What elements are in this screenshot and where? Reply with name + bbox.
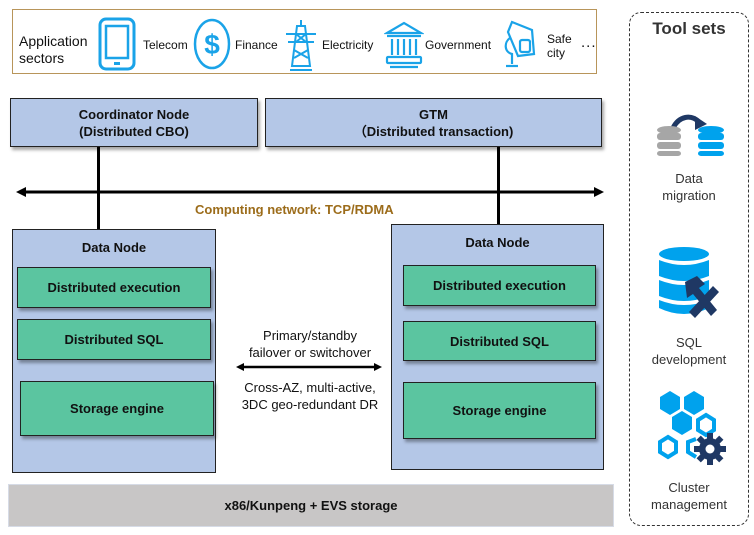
data-migration-icon — [657, 114, 724, 156]
coordinator-node-box: Coordinator Node (Distributed CBO) — [10, 98, 258, 147]
module-distributed-execution: Distributed execution — [17, 267, 211, 308]
cluster-management-line2: management — [651, 497, 727, 512]
replication-top-text: Primary/standby failover or switchover — [225, 327, 395, 361]
replication-bottom-line1: Cross-AZ, multi-active, — [244, 380, 376, 395]
module-distributed-sql: Distributed SQL — [17, 319, 211, 360]
cluster-management-line1: Cluster — [668, 480, 710, 495]
data-migration-line1: Data — [675, 171, 703, 186]
replication-arrow — [236, 363, 382, 371]
coordinator-node-subtitle: (Distributed CBO) — [79, 124, 189, 139]
sectors-title-line1: Application — [19, 33, 88, 49]
tool-sets-panel: Tool sets Data migration — [629, 12, 749, 526]
computing-network-arrow — [16, 187, 604, 197]
data-node-title: Data Node — [465, 235, 530, 250]
surveillance-camera-icon — [504, 20, 536, 68]
tool-sets-title: Tool sets — [652, 19, 726, 38]
government-building-icon — [384, 21, 424, 69]
data-node-title: Data Node — [81, 240, 147, 255]
sectors-title-line2: sectors — [19, 50, 65, 66]
replication-top-line1: Primary/standby — [263, 328, 357, 343]
module-distributed-execution: Distributed execution — [403, 265, 596, 306]
data-node-left: Data Node Distributed execution Distribu… — [12, 229, 216, 473]
sector-label-finance: Finance — [235, 38, 278, 52]
coordinator-node-title: Coordinator Node — [78, 107, 190, 122]
safe-city-line1: Safe — [547, 32, 572, 46]
replication-bottom-text: Cross-AZ, multi-active, 3DC geo-redundan… — [222, 379, 398, 413]
gtm-box: GTM （Distributed transaction) — [265, 98, 602, 147]
module-storage-engine: Storage engine — [20, 381, 214, 436]
safe-city-line2: city — [547, 46, 565, 60]
sector-label-government: Government — [425, 38, 492, 52]
tool-label-data-migration: Data migration — [630, 170, 748, 204]
sql-development-icon — [659, 247, 719, 318]
module-distributed-sql: Distributed SQL — [403, 321, 596, 361]
dollar-icon: $ — [193, 18, 231, 70]
computing-network-label: Computing network: TCP/RDMA — [195, 202, 394, 217]
power-tower-icon — [286, 20, 316, 71]
data-migration-line2: migration — [662, 188, 716, 203]
sector-label-electricity: Electricity — [322, 38, 374, 52]
replication-bottom-line2: 3DC geo-redundant DR — [241, 397, 379, 412]
replication-top-line2: failover or switchover — [248, 345, 372, 360]
gtm-title: GTM — [419, 107, 448, 122]
tool-label-cluster-management: Cluster management — [630, 479, 748, 513]
coordinator-connector — [97, 147, 100, 229]
sector-label-telecom: Telecom — [143, 38, 188, 52]
sql-development-line1: SQL — [675, 335, 702, 350]
sector-label-safe-city: Safe city — [547, 32, 572, 60]
application-sectors-panel: Application sectors Telecom $ Finance El… — [12, 9, 597, 74]
infrastructure-base: x86/Kunpeng + EVS storage — [8, 484, 614, 527]
gtm-connector — [497, 147, 500, 227]
tool-label-sql-development: SQL development — [630, 334, 748, 368]
sql-development-line2: development — [651, 352, 727, 367]
sectors-title: Application sectors — [19, 33, 88, 67]
sectors-more-ellipsis: ... — [581, 34, 597, 51]
module-storage-engine: Storage engine — [403, 382, 596, 439]
gtm-subtitle: （Distributed transaction) — [353, 124, 514, 139]
cluster-management-icon — [658, 391, 726, 465]
data-node-right: Data Node Distributed execution Distribu… — [391, 224, 604, 470]
svg-text:$: $ — [204, 29, 220, 60]
tablet-icon — [98, 17, 136, 71]
